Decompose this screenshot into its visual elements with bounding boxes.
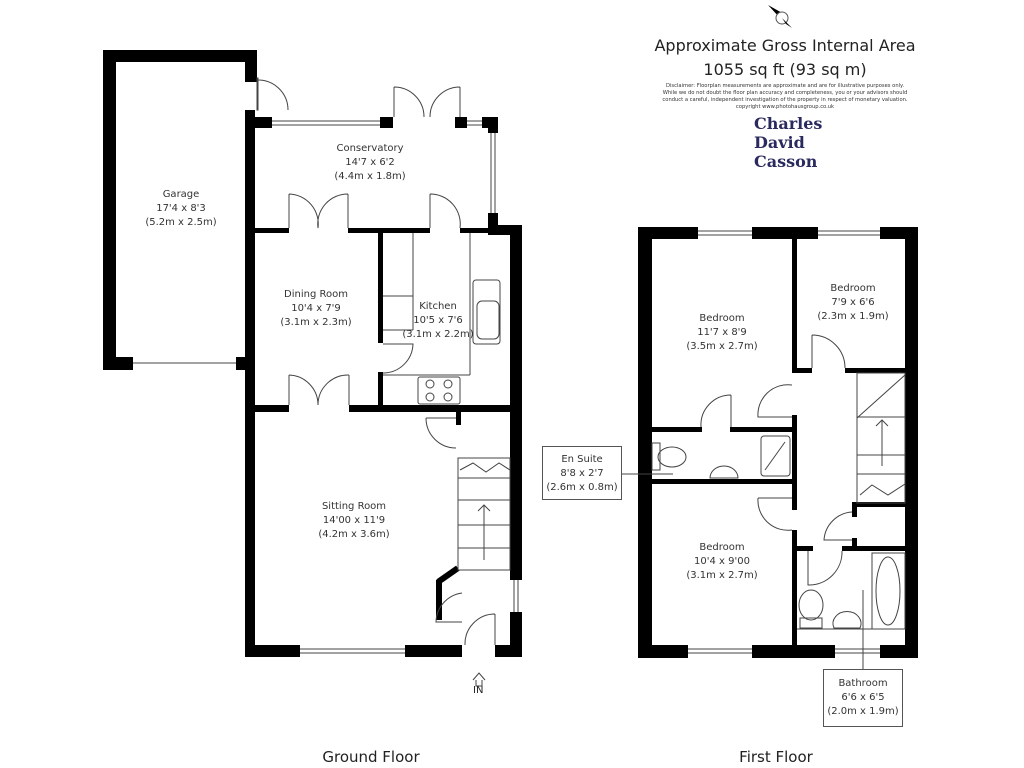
room-size-metric: (3.1m x 2.3m) [280, 317, 352, 328]
ground-floor-walls [103, 50, 522, 657]
en-suite-callout: En Suite 8'8 x 2'7 (2.6m x 0.8m) [542, 446, 622, 500]
room-size-imperial: 11'7 x 8'9 [697, 327, 747, 338]
room-size-metric: (4.4m x 1.8m) [334, 171, 406, 182]
room-label-sitting-room: Sitting Room 14'00 x 11'9 (4.2m x 3.6m) [318, 500, 389, 542]
room-name: Bathroom [838, 678, 888, 689]
room-name: Bedroom [830, 283, 876, 294]
room-name: En Suite [561, 454, 603, 465]
brand-line: Casson [754, 152, 818, 171]
room-label-bedroom-1: Bedroom 11'7 x 8'9 (3.5m x 2.7m) [686, 312, 757, 354]
brand-line: Charles [754, 114, 823, 133]
room-size-imperial: 10'4 x 7'9 [291, 303, 341, 314]
room-label-garage: Garage 17'4 x 8'3 (5.2m x 2.5m) [145, 188, 216, 230]
room-name: Bedroom [699, 313, 745, 324]
room-size-imperial: 14'7 x 6'2 [345, 157, 395, 168]
room-size-metric: (5.2m x 2.5m) [145, 217, 217, 228]
bathroom-callout: Bathroom 6'6 x 6'5 (2.0m x 1.9m) [823, 669, 903, 727]
room-size-imperial: 10'4 x 9'00 [694, 556, 750, 567]
room-size-metric: (3.1m x 2.7m) [686, 570, 758, 581]
room-size-metric: (3.5m x 2.7m) [686, 341, 758, 352]
first-floor-fixtures [620, 230, 906, 669]
room-size-metric: (3.1m x 2.2m) [402, 329, 474, 340]
room-label-kitchen: Kitchen 10'5 x 7'6 (3.1m x 2.2m) [402, 300, 473, 342]
ground-floor-label: Ground Floor [322, 748, 420, 766]
ground-floor-fixtures [133, 77, 519, 687]
room-size-imperial: 8'8 x 2'7 [560, 468, 604, 479]
brand-logo: Charles David Casson [754, 114, 822, 171]
disclaimer-line: Disclaimer: Floorplan measurements are a… [665, 83, 905, 89]
north-arrow-icon [768, 5, 792, 28]
room-size-metric: (2.6m x 0.8m) [546, 482, 618, 493]
copyright-line: copyright www.photohausgroup.co.uk [735, 104, 835, 110]
room-size-metric: (4.2m x 3.6m) [318, 529, 390, 540]
disclaimer-line: While we do not doubt the floor plan acc… [662, 90, 908, 96]
room-size-imperial: 6'6 x 6'5 [841, 692, 885, 703]
brand-line: David [754, 133, 805, 152]
room-size-imperial: 14'00 x 11'9 [322, 515, 386, 526]
disclaimer: Disclaimer: Floorplan measurements are a… [662, 83, 907, 111]
room-size-imperial: 7'9 x 6'6 [831, 297, 875, 308]
room-size-metric: (2.3m x 1.9m) [817, 311, 889, 322]
disclaimer-line: conduct a careful, independent investiga… [662, 97, 908, 103]
area-value: 1055 sq ft (93 sq m) [703, 60, 867, 79]
area-title: Approximate Gross Internal Area [654, 36, 916, 55]
room-label-bedroom-3: Bedroom 10'4 x 9'00 (3.1m x 2.7m) [686, 541, 757, 583]
room-name: Kitchen [419, 301, 457, 312]
room-label-bathroom: Bathroom 6'6 x 6'5 (2.0m x 1.9m) [827, 677, 898, 719]
entrance-label: IN [473, 685, 484, 696]
room-name: Bedroom [699, 542, 745, 553]
room-size-metric: (2.0m x 1.9m) [827, 706, 899, 717]
room-size-imperial: 17'4 x 8'3 [156, 203, 206, 214]
first-floor-label: First Floor [739, 748, 813, 766]
room-label-dining-room: Dining Room 10'4 x 7'9 (3.1m x 2.3m) [280, 288, 351, 330]
room-name: Conservatory [336, 143, 404, 154]
room-label-bedroom-2: Bedroom 7'9 x 6'6 (2.3m x 1.9m) [817, 282, 888, 324]
room-name: Garage [162, 189, 200, 200]
room-label-conservatory: Conservatory 14'7 x 6'2 (4.4m x 1.8m) [334, 142, 405, 184]
room-size-imperial: 10'5 x 7'6 [413, 315, 463, 326]
room-name: Dining Room [284, 289, 348, 300]
first-floor-walls [638, 227, 918, 658]
room-label-en-suite: En Suite 8'8 x 2'7 (2.6m x 0.8m) [546, 453, 617, 495]
room-name: Sitting Room [321, 501, 387, 512]
